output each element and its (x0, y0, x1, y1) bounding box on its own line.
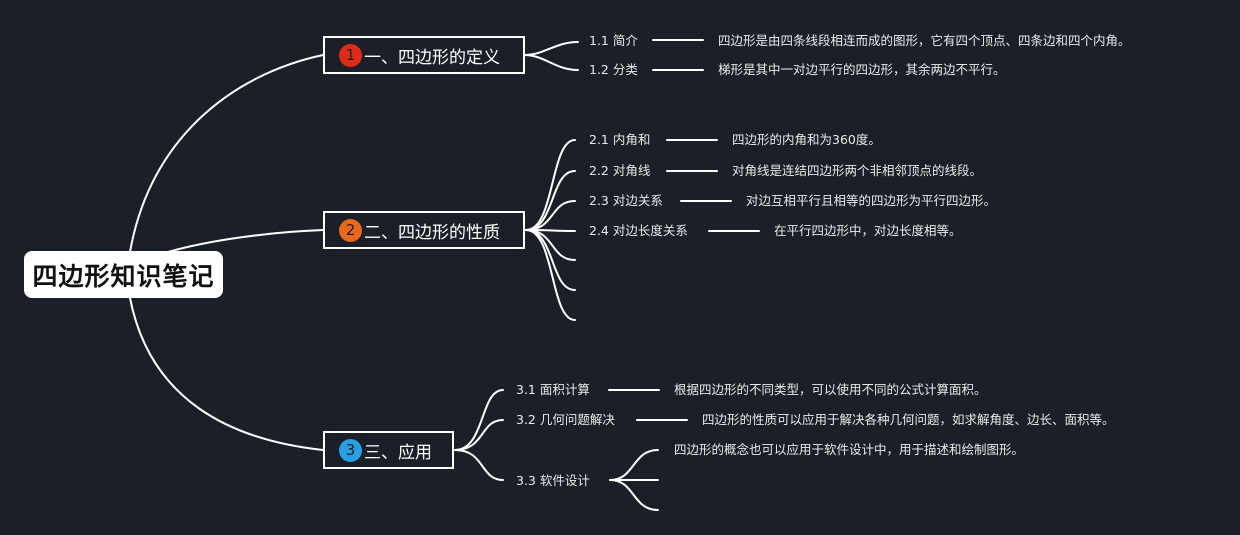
subtopic-description[interactable]: 四边形是由四条线段相连而成的图形，它有四个顶点、四条边和四个内角。 (718, 33, 1131, 48)
link-topic-3-sub-1 (454, 389, 504, 451)
link-topic-3-sub-3 (454, 449, 504, 481)
subtopic-label[interactable]: 3.3 软件设计 (516, 473, 590, 488)
subtopic-description[interactable]: 四边形的性质可以应用于解决各种几何问题，如求解角度、边长、面积等。 (702, 412, 1115, 427)
link-root-topic-3 (129, 297, 324, 451)
link-topic-3-sub-2 (454, 419, 504, 451)
subtopic-label[interactable]: 2.2 对角线 (589, 163, 651, 178)
subtopic-label[interactable]: 2.4 对边长度关系 (589, 223, 688, 238)
number-badge: 2 (339, 218, 362, 242)
subtopic-description[interactable]: 四边形的内角和为360度。 (732, 132, 881, 147)
link-topic-2-empty-3 (525, 229, 576, 321)
subtopic-description[interactable]: 对边互相平行且相等的四边形为平行四边形。 (746, 193, 997, 208)
subtopic-description[interactable]: 梯形是其中一对边平行的四边形，其余两边不平行。 (718, 62, 1006, 77)
link-topic-2-empty-2 (525, 229, 576, 291)
subtopic-description[interactable]: 在平行四边形中，对边长度相等。 (774, 223, 962, 238)
subtopic-description[interactable]: 四边形的概念也可以应用于软件设计中，用于描述和绘制图形。 (674, 442, 1025, 457)
subtopic-description[interactable]: 对角线是连结四边形两个非相邻顶点的线段。 (732, 163, 983, 178)
link-sub-3-3-desc (609, 449, 659, 481)
topic-label: 三、应用 (364, 442, 432, 463)
topic-node-properties[interactable]: 2 二、四边形的性质 (323, 211, 525, 249)
link-root-topic-1 (129, 54, 324, 253)
subtopic-label[interactable]: 3.2 几何问题解决 (516, 412, 615, 427)
topic-label: 二、四边形的性质 (364, 222, 500, 243)
link-topic-2-sub-1 (525, 139, 576, 231)
topic-node-applications[interactable]: 3 三、应用 (323, 431, 454, 469)
subtopic-label[interactable]: 2.1 内角和 (589, 132, 651, 147)
subtopic-label[interactable]: 1.1 简介 (589, 33, 638, 48)
number-badge: 1 (339, 43, 362, 67)
subtopic-description[interactable]: 根据四边形的不同类型，可以使用不同的公式计算面积。 (674, 382, 987, 397)
root-node[interactable]: 四边形知识笔记 (24, 251, 223, 298)
root-title: 四边形知识笔记 (32, 261, 215, 291)
link-root-topic-2 (167, 229, 324, 253)
topic-label: 一、四边形的定义 (364, 47, 500, 68)
link-sub-3-3-empty-2 (609, 479, 659, 511)
link-topic-1-sub-2 (523, 54, 579, 71)
number-badge: 3 (339, 438, 362, 462)
subtopic-label[interactable]: 1.2 分类 (589, 62, 638, 77)
subtopic-label[interactable]: 2.3 对边关系 (589, 193, 663, 208)
link-topic-2-sub-2 (525, 170, 576, 231)
subtopic-label[interactable]: 3.1 面积计算 (516, 382, 590, 397)
link-topic-1-sub-1 (523, 41, 579, 56)
topic-node-definition[interactable]: 1 一、四边形的定义 (323, 36, 525, 74)
